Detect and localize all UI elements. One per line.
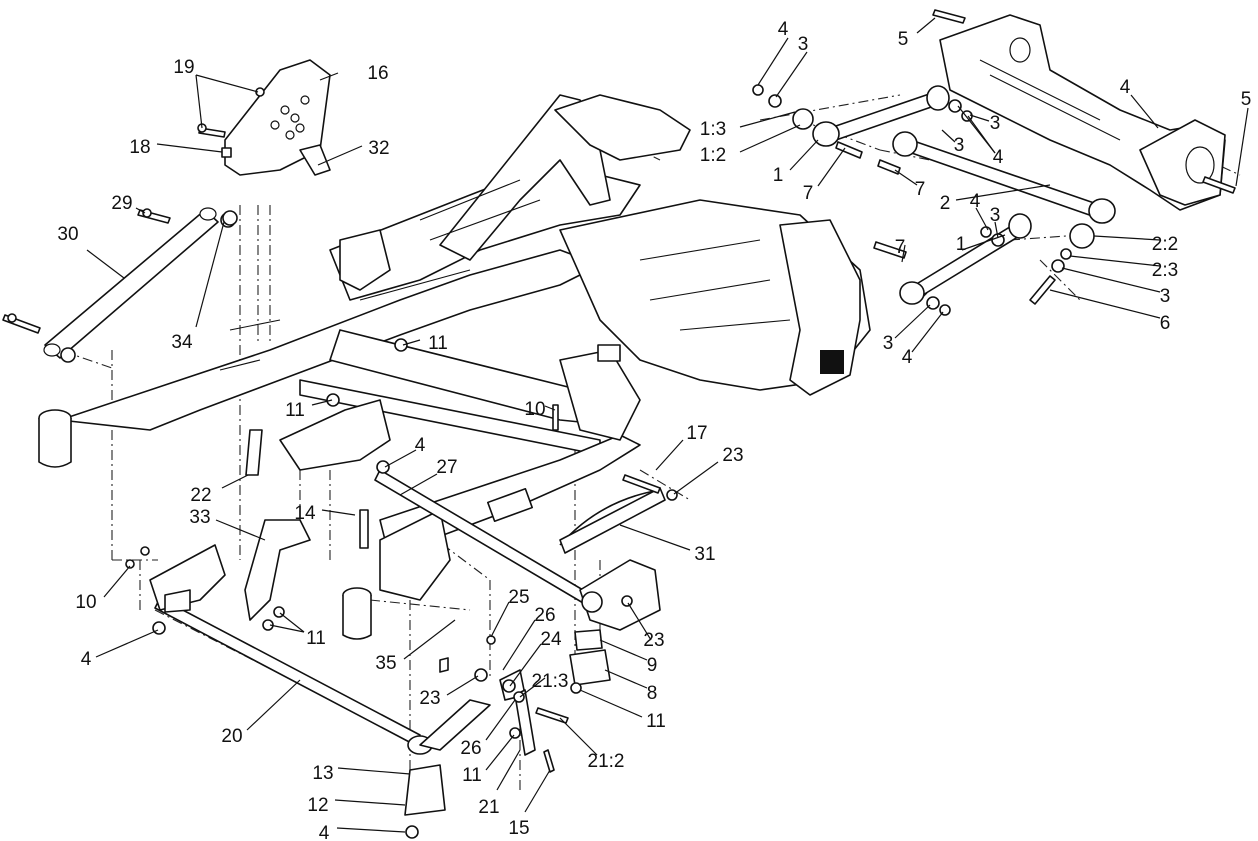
callout-c-26a: 26: [534, 605, 555, 626]
callout-c-26b: 26: [460, 738, 481, 759]
callout-c-7c: 7: [895, 237, 906, 258]
callout-c-35: 35: [375, 653, 396, 674]
callout-c-13: 13: [312, 763, 333, 784]
callout-c-21: 21: [478, 797, 499, 818]
callout-c-10a: 10: [524, 399, 545, 420]
callout-c-2-2: 2:2: [1152, 234, 1178, 255]
callout-c-4a: 4: [778, 19, 789, 40]
fasteners: [7, 87, 678, 839]
callout-c-29: 29: [111, 193, 132, 214]
callout-c-33: 33: [189, 507, 210, 528]
callout-c-5a: 5: [898, 29, 909, 50]
callout-c-19: 19: [173, 57, 194, 78]
callout-c-3f: 3: [883, 333, 894, 354]
callout-c-18: 18: [129, 137, 150, 158]
callout-c-17: 17: [686, 423, 707, 444]
callout-c-16: 16: [367, 63, 388, 84]
callout-c-31: 31: [694, 544, 715, 565]
callout-c-2a: 2: [940, 193, 951, 214]
callout-c-11e: 11: [462, 765, 482, 786]
callout-c-11d: 11: [646, 711, 666, 732]
callout-c-20: 20: [221, 726, 242, 747]
callout-c-10b: 10: [75, 592, 96, 613]
rear-carrier: [939, 14, 1226, 211]
callout-c-15: 15: [508, 818, 529, 839]
callout-c-23a: 23: [722, 445, 743, 466]
callout-c-4e: 4: [902, 347, 913, 368]
callout-c-1a: 1: [773, 165, 784, 186]
callout-c-24: 24: [540, 629, 562, 650]
callout-c-2-3: 2:3: [1152, 260, 1178, 281]
main-frame: [38, 94, 871, 640]
callout-c-7b: 7: [915, 179, 926, 200]
callout-c-14: 14: [294, 503, 316, 524]
callout-c-4g: 4: [81, 649, 92, 670]
callout-c-9: 9: [647, 655, 658, 676]
callout-c-3c: 3: [990, 113, 1001, 134]
callout-c-3d: 3: [990, 205, 1001, 226]
callout-c-22: 22: [190, 485, 211, 506]
callout-c-4f: 4: [415, 435, 426, 456]
callout-c-27: 27: [436, 457, 457, 478]
callout-c-23c: 23: [419, 688, 440, 709]
callout-c-21-2: 21:2: [588, 751, 625, 772]
callout-c-4b: 4: [1120, 77, 1131, 98]
callout-c-3e: 3: [1160, 286, 1171, 307]
callout-c-11b: 11: [285, 400, 305, 421]
leader-lines: [86, 17, 1249, 833]
callout-c-11c: 11: [306, 628, 326, 649]
callout-c-11a: 11: [428, 333, 448, 354]
callout-c-1b: 1: [956, 234, 967, 255]
callout-c-3a: 3: [798, 34, 809, 55]
control-arms: [752, 9, 1236, 316]
callout-c-23b: 23: [643, 630, 664, 651]
callout-c-21-3: 21:3: [532, 671, 569, 692]
callout-c-34: 34: [171, 332, 193, 353]
callout-c-12: 12: [307, 795, 328, 816]
callout-c-4c: 4: [993, 147, 1004, 168]
callout-c-32: 32: [368, 138, 389, 159]
callout-c-4h: 4: [319, 823, 330, 841]
alignment-lines: [44, 60, 1241, 810]
callout-c-6: 6: [1160, 313, 1171, 334]
callout-c-1-2: 1:2: [700, 145, 726, 166]
left-parts: [2, 59, 331, 363]
callout-c-5b: 5: [1241, 89, 1252, 110]
callout-c-8: 8: [647, 683, 658, 704]
callout-c-1-3: 1:3: [700, 119, 726, 140]
callout-c-4d: 4: [970, 191, 981, 212]
callout-c-7a: 7: [803, 183, 814, 204]
callout-c-30: 30: [57, 224, 78, 245]
callout-c-3b: 3: [954, 135, 965, 156]
callout-c-25: 25: [508, 587, 529, 608]
